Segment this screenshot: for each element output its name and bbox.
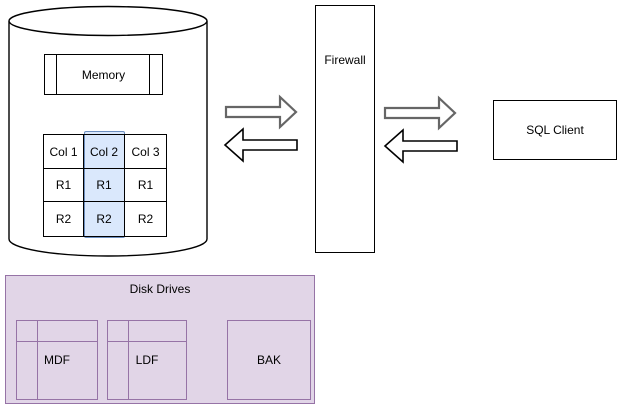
predefined-process-right-bar bbox=[149, 55, 150, 94]
arrow-right-icon bbox=[224, 94, 298, 130]
table-cell: R1 bbox=[44, 169, 84, 202]
arrow-left-icon bbox=[383, 128, 458, 164]
bak-label: BAK bbox=[256, 353, 281, 367]
database-table: Col 1 Col 2 Col 3 R1 R1 R1 R2 R2 R2 bbox=[43, 134, 167, 237]
table-cell: R2 bbox=[137, 212, 154, 226]
table-header-cell: Col 2 bbox=[84, 135, 125, 169]
sql-client-box: SQL Client bbox=[493, 100, 617, 160]
internal-storage-horizontal-line bbox=[17, 341, 97, 342]
memory-box: Memory bbox=[44, 54, 163, 95]
disk-drives-container: Disk Drives MDF LDF BAK bbox=[5, 275, 315, 404]
memory-label: Memory bbox=[81, 67, 126, 82]
table-cell: R2 bbox=[84, 202, 125, 236]
table-header-cell: Col 1 bbox=[44, 135, 84, 169]
mdf-label: MDF bbox=[44, 353, 70, 367]
bak-drive-box: BAK bbox=[227, 320, 311, 400]
internal-storage-horizontal-line bbox=[108, 341, 186, 342]
disk-drives-title: Disk Drives bbox=[129, 282, 191, 296]
internal-storage-vertical-line bbox=[37, 321, 38, 399]
highlighted-column-col2 bbox=[84, 131, 125, 238]
arrow-left-icon bbox=[223, 127, 298, 163]
arrow-right-icon bbox=[383, 95, 457, 131]
table-cell: R2 bbox=[44, 202, 84, 236]
firewall-box: Firewall bbox=[315, 5, 375, 253]
table-cell: R1 bbox=[125, 169, 166, 202]
firewall-label: Firewall bbox=[324, 53, 366, 67]
ldf-label: LDF bbox=[135, 353, 159, 367]
table-cell: R1 bbox=[84, 169, 125, 202]
sql-client-label: SQL Client bbox=[526, 123, 584, 137]
predefined-process-left-bar bbox=[56, 55, 57, 94]
ldf-drive-box: LDF bbox=[107, 320, 187, 400]
table-header-cell: Col 3 bbox=[125, 135, 166, 169]
mdf-drive-box: MDF bbox=[16, 320, 98, 400]
internal-storage-vertical-line bbox=[128, 321, 129, 399]
